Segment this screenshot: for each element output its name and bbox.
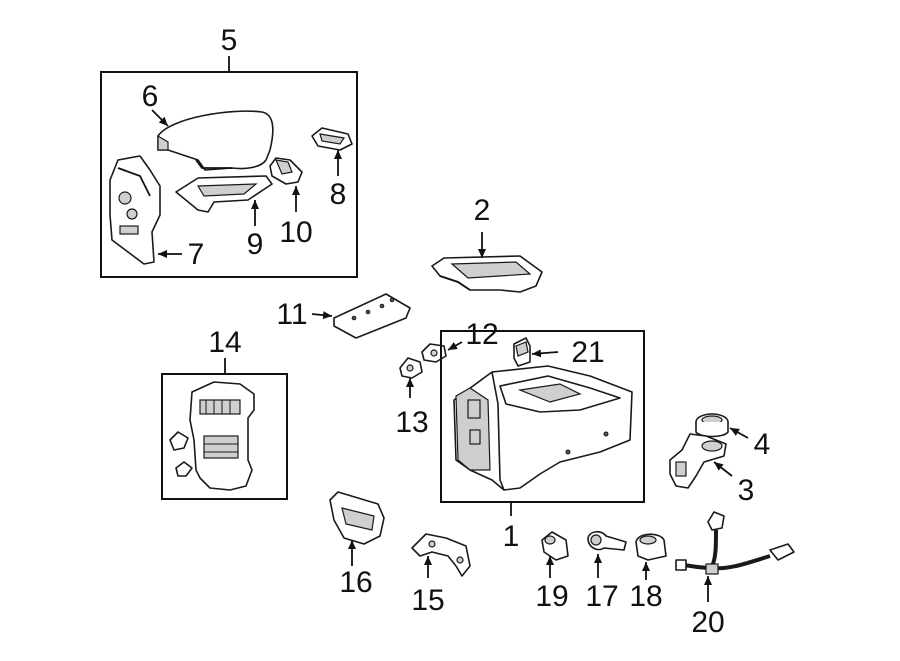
label-14: 14: [208, 326, 241, 359]
part-17-lighter[interactable]: [587, 530, 627, 551]
part-7-bracket[interactable]: [109, 155, 161, 265]
part-19-socket[interactable]: [541, 531, 569, 561]
part-9-tray[interactable]: [175, 175, 273, 213]
label-16: 16: [339, 566, 372, 599]
label-5: 5: [221, 24, 238, 57]
label-10: 10: [279, 216, 312, 249]
leader-11: [311, 311, 333, 320]
part-10-latch[interactable]: [269, 157, 303, 185]
leader-3: [713, 461, 733, 477]
label-17: 17: [585, 580, 618, 613]
part-18-socket[interactable]: [635, 533, 667, 561]
part-12-grommet[interactable]: [421, 343, 447, 363]
label-13: 13: [395, 406, 428, 439]
part-14-vent-panel[interactable]: [189, 381, 255, 491]
armrest-group: 5 6 7 9 10: [100, 24, 358, 278]
part-11-plate[interactable]: [333, 293, 411, 339]
leader-6: [151, 109, 169, 127]
leader-4: [729, 427, 749, 439]
label-11: 11: [276, 298, 307, 331]
part-15-bracket[interactable]: [411, 533, 471, 577]
part-4-ring[interactable]: [695, 413, 729, 438]
label-15: 15: [411, 584, 444, 617]
part-13-grommet[interactable]: [399, 357, 423, 379]
label-9: 9: [247, 228, 264, 261]
part-21-cap[interactable]: [513, 337, 531, 367]
group-box-1: [440, 330, 645, 503]
leader-12: [447, 341, 463, 351]
label-8: 8: [330, 178, 347, 211]
part-6-armrest-lid[interactable]: [157, 110, 274, 171]
label-20: 20: [691, 606, 724, 639]
console-group: 1 21: [440, 330, 645, 553]
part-2-storage-tray[interactable]: [431, 255, 543, 293]
label-18: 18: [629, 580, 662, 613]
rear-panel-group: 14: [161, 326, 288, 500]
label-4: 4: [754, 428, 771, 461]
part-16-ashtray[interactable]: [329, 491, 385, 545]
part-1-console-body[interactable]: [453, 365, 633, 491]
label-19: 19: [535, 580, 568, 613]
label-21: 21: [571, 336, 604, 369]
part-8-clip[interactable]: [311, 127, 353, 151]
part-14-screw[interactable]: [169, 431, 193, 477]
label-7: 7: [188, 238, 205, 271]
label-2: 2: [474, 194, 491, 227]
leader-21: [531, 349, 559, 358]
part-20-wire-harness[interactable]: [675, 511, 795, 575]
label-6: 6: [142, 80, 159, 113]
part-3-cup-holder[interactable]: [669, 433, 727, 489]
label-1: 1: [503, 520, 520, 553]
label-3: 3: [738, 474, 755, 507]
label-12: 12: [465, 318, 498, 351]
